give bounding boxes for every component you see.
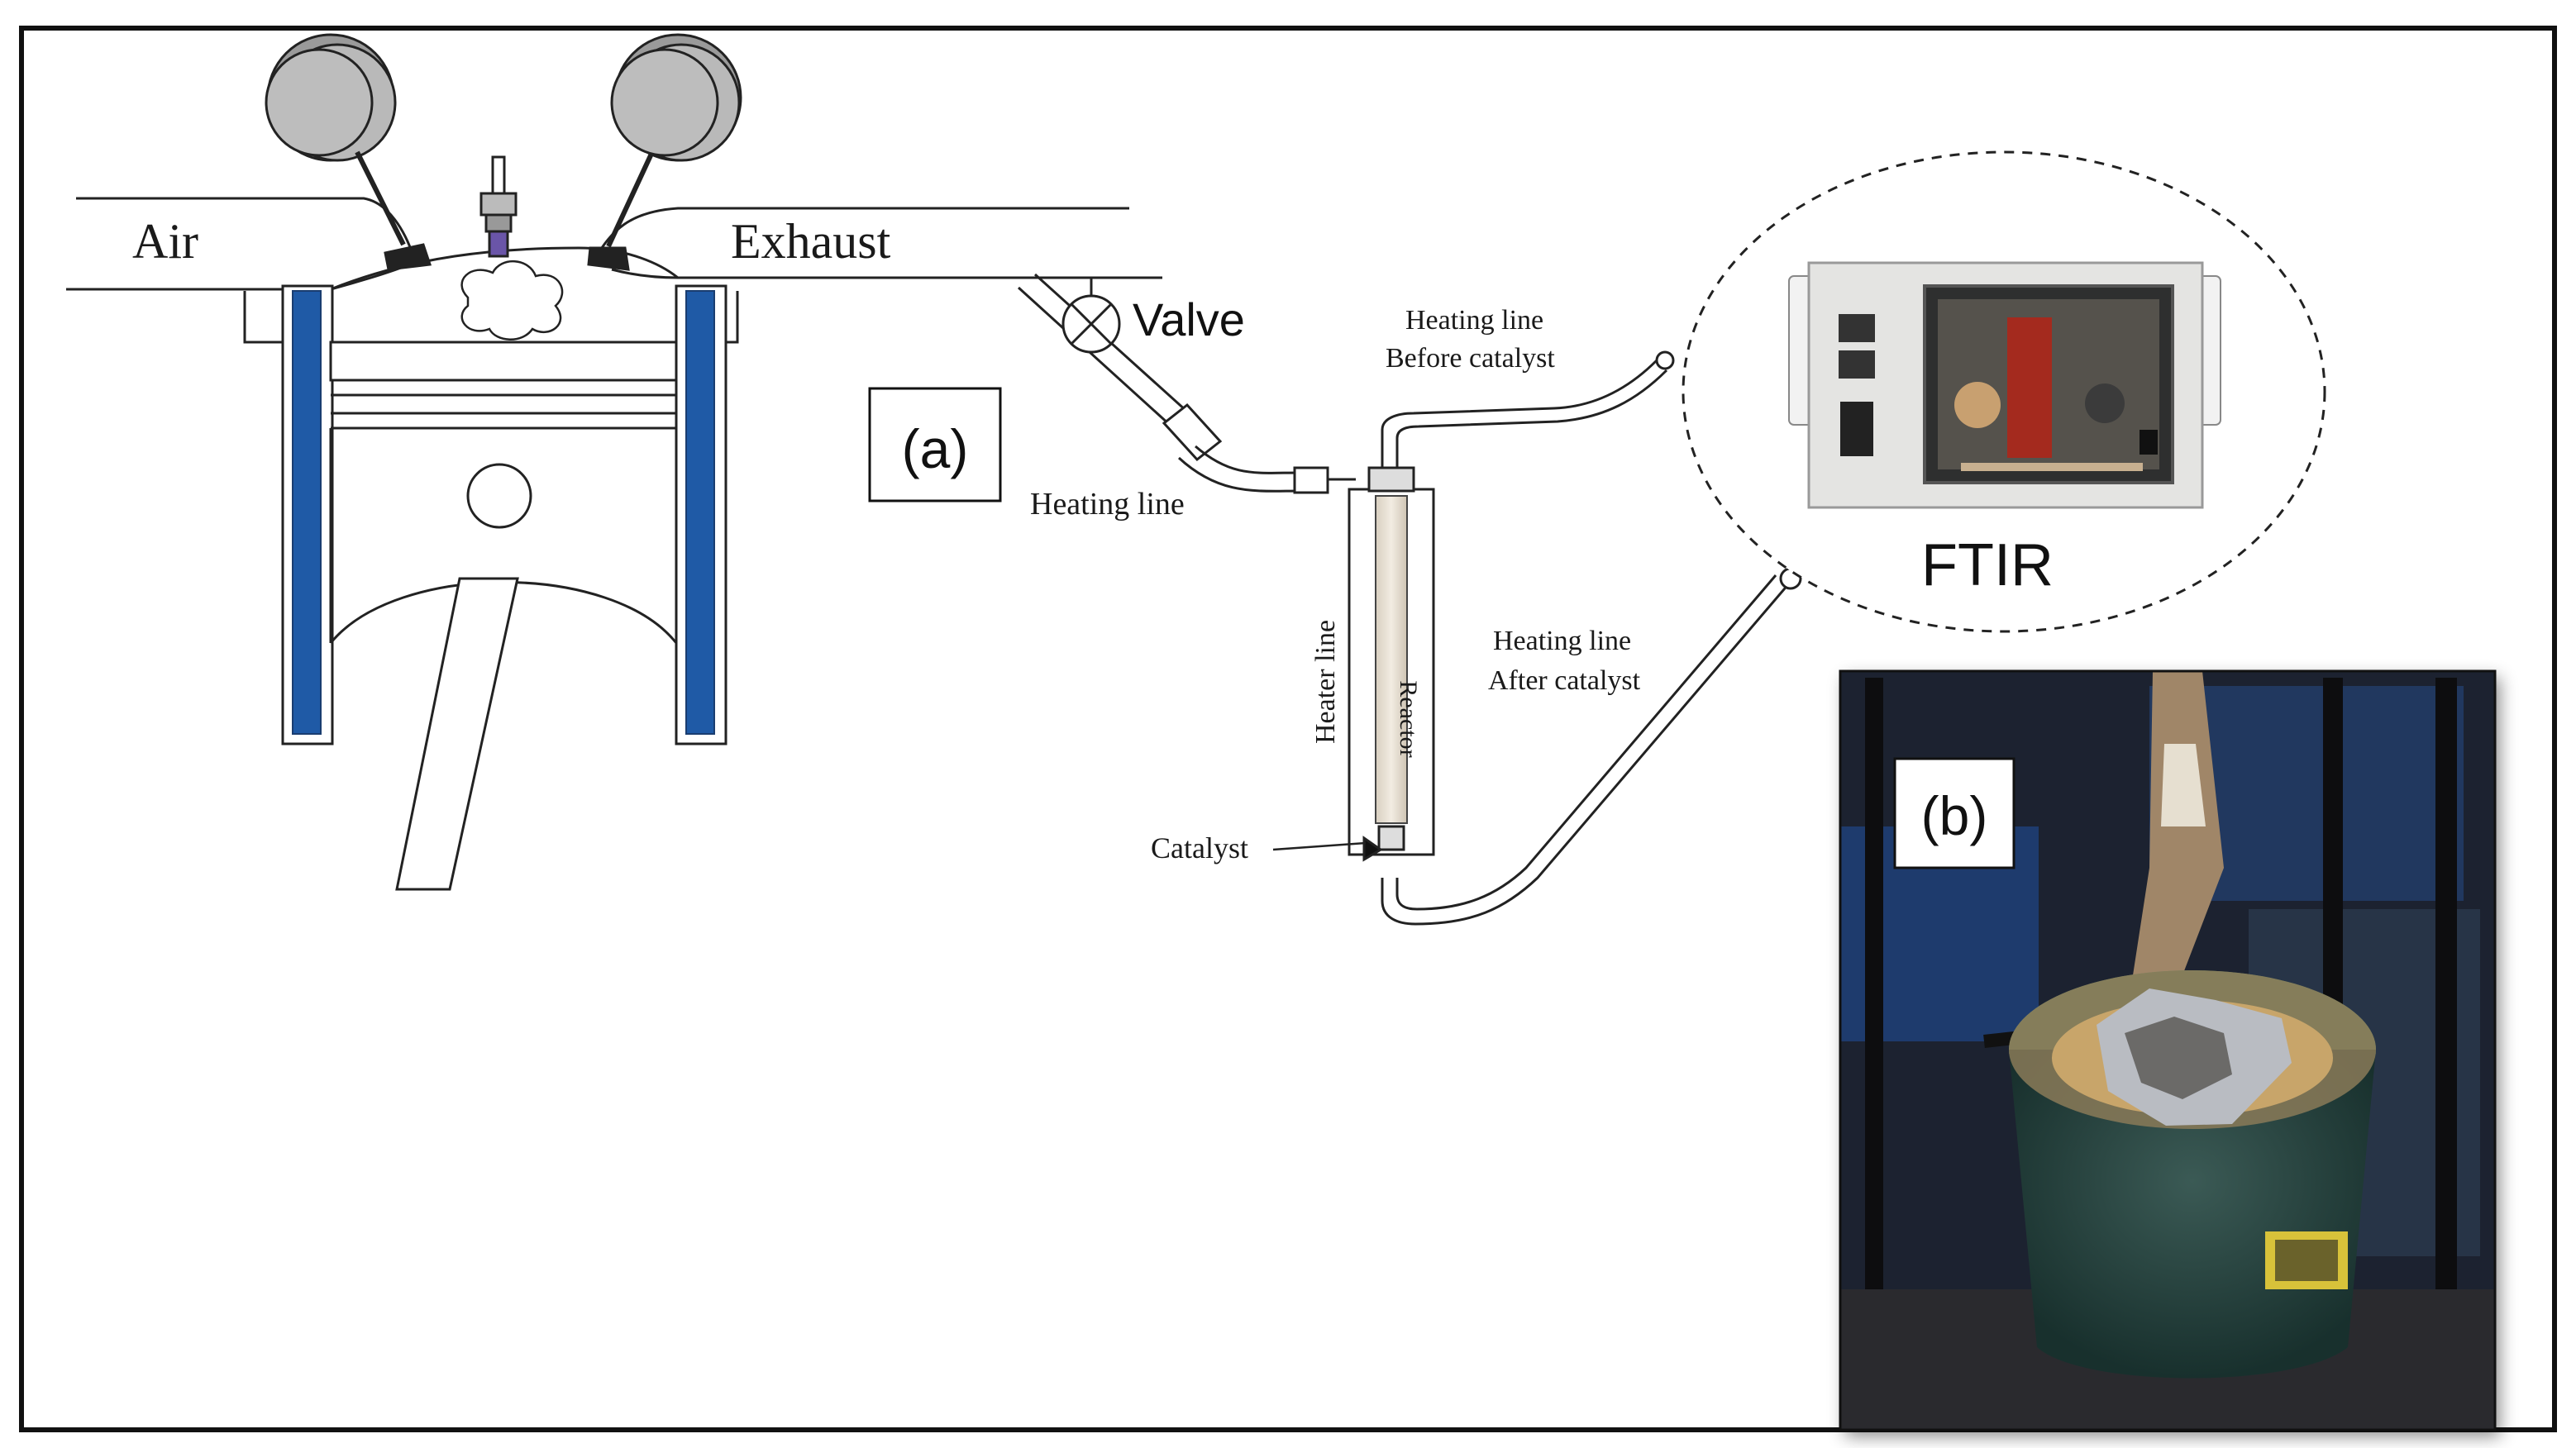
intake-valve	[265, 33, 432, 271]
branch-pipe-upper	[1033, 273, 1205, 428]
ftir-label: FTIR	[1921, 532, 2054, 598]
cylinder-liner-right	[685, 290, 715, 735]
valve-label: Valve	[1133, 293, 1245, 345]
catalyst-pointer	[1272, 841, 1367, 851]
reactor-tube	[1375, 495, 1408, 824]
air-label: Air	[132, 214, 198, 269]
heating-line-coupler	[1293, 466, 1329, 494]
heater-sleeve	[1162, 402, 1223, 462]
heating-line-upper	[1195, 445, 1300, 474]
photo-b-content	[1840, 671, 2495, 1430]
heating-line-label: Heating line	[1030, 487, 1185, 522]
branch-pipe-lower	[1017, 286, 1181, 435]
heating-line-before-label-2: Before catalyst	[1386, 343, 1555, 374]
panel-a-box	[868, 387, 1002, 503]
heating-line-before-lower	[1395, 369, 1668, 468]
spark-plug	[479, 155, 518, 258]
panel-a-label: (a)	[902, 418, 969, 479]
catalyst-label: Catalyst	[1151, 831, 1248, 865]
reactor-label: Reactor	[1395, 680, 1422, 757]
photo-b-border	[1839, 669, 2497, 1431]
ftir-instrument	[1788, 261, 2221, 509]
engine-diagram	[66, 33, 1162, 891]
cylinder-liner-left	[292, 290, 322, 735]
heating-line-after-label-2: After catalyst	[1488, 665, 1641, 696]
heater-line-label: Heater line	[1310, 620, 1341, 744]
heating-line-before-label-1: Heating line	[1405, 305, 1543, 336]
wrist-pin	[466, 463, 532, 529]
exhaust-label: Exhaust	[731, 214, 891, 269]
panel-b-box	[1893, 757, 2015, 869]
heating-line-after-label-1: Heating line	[1493, 626, 1631, 656]
exhaust-valve	[587, 33, 742, 271]
catalyst-marker	[1362, 836, 1383, 862]
piston-crown	[329, 341, 678, 382]
heating-line-before-upper	[1381, 359, 1658, 468]
panel-b-label: (b)	[1921, 785, 1988, 846]
heating-line-lower	[1177, 456, 1300, 493]
sampling-line	[1017, 273, 1802, 926]
reactor-top-fitting	[1367, 466, 1415, 493]
reactor-bottom-fitting	[1377, 825, 1405, 851]
heating-line-after-lower	[1395, 574, 1777, 911]
connecting-rod	[395, 577, 519, 891]
combustion-cloud	[460, 260, 564, 341]
heating-line-after-upper	[1381, 583, 1791, 926]
